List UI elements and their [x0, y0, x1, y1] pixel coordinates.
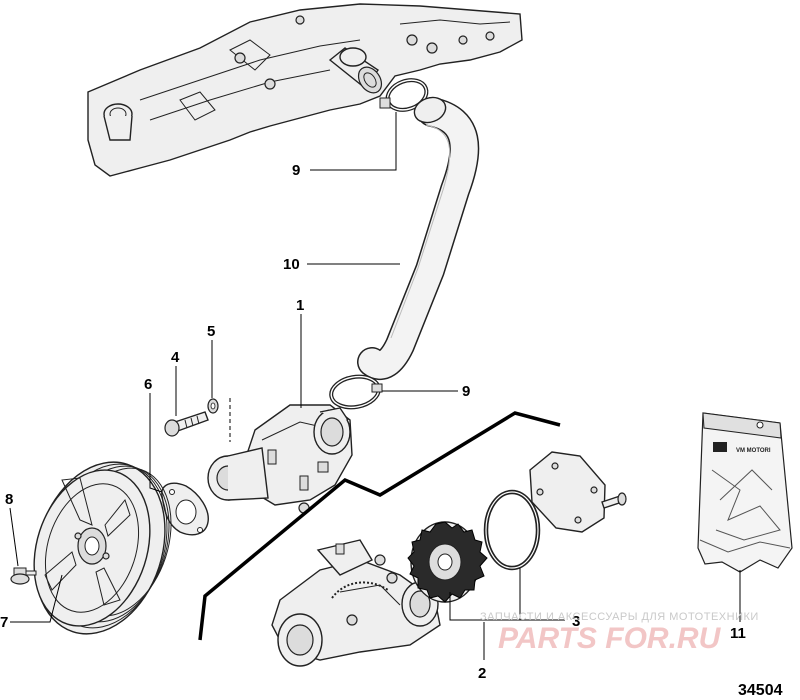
callout-5-washer: 5: [207, 323, 215, 340]
package-label: VM MOTORI: [736, 448, 771, 454]
callout-8-bolt: 8: [5, 491, 13, 508]
water-pump-assembly: [207, 404, 353, 514]
callout-10-hose: 10: [283, 256, 300, 273]
raw-water-pump-body: [271, 539, 441, 667]
callout-4-screw: 4: [171, 349, 180, 366]
callout-9-upper-clamp: 9: [292, 162, 300, 179]
callout-11-kit: 11: [730, 625, 746, 642]
figure-reference-number: 34504: [738, 682, 783, 699]
pulley: [33, 461, 172, 635]
leader-lines: [9, 112, 741, 660]
coolant-hose: [357, 96, 480, 380]
watermark-tagline: ЗАПЧАСТИ И АКСЕССУАРЫ ДЛЯ МОТОТЕХНИКИ: [480, 611, 759, 623]
section-divider-line: [198, 411, 561, 641]
callout-9-lower-clamp: 9: [462, 383, 470, 400]
hose-clamp-upper: [379, 78, 429, 112]
o-ring: [483, 489, 541, 571]
hose-clamp-lower: [329, 374, 383, 410]
callout-1-water-pump: 1: [296, 297, 304, 314]
washer: [207, 398, 231, 442]
watermark-logo-text: PARTS FOR.RU: [498, 622, 722, 655]
callout-3-impeller: 3: [572, 613, 580, 630]
pulley-bolt: [10, 567, 37, 585]
service-kit-package: [697, 412, 793, 573]
engine-block-housing: [87, 3, 523, 177]
pump-cover-plate: [529, 451, 627, 533]
gasket: [161, 482, 209, 536]
impeller: [407, 521, 488, 603]
callout-2-pump-body: 2: [478, 665, 486, 682]
screw: [164, 411, 209, 437]
callout-7-pulley: 7: [0, 614, 8, 631]
callout-6-gasket: 6: [144, 376, 152, 393]
